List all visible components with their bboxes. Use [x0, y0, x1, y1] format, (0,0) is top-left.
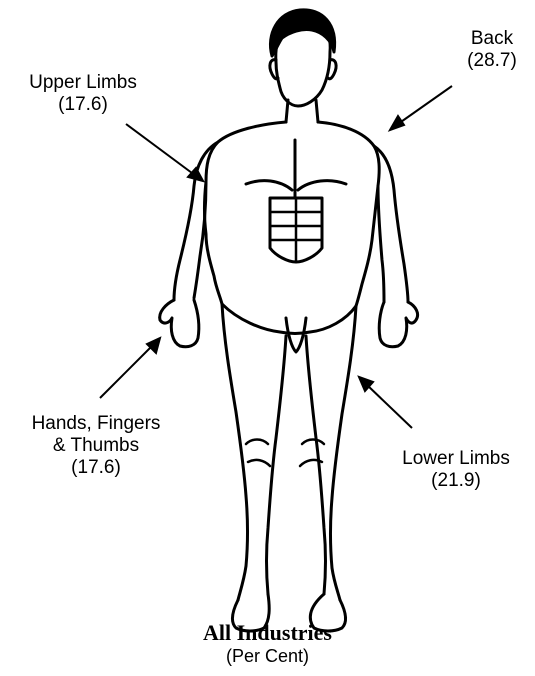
arrow-lower-limbs	[366, 384, 412, 428]
human-figure	[160, 10, 418, 631]
hands-label-line1: Hands, Fingers	[6, 413, 186, 435]
right-hand	[379, 302, 417, 347]
callout-hands: Hands, Fingers & Thumbs (17.6)	[6, 413, 186, 479]
right-arm-inner	[378, 186, 384, 302]
right-leg-outer	[331, 306, 357, 600]
lower-limbs-value: (21.9)	[385, 470, 527, 492]
arrow-upper-limbs	[126, 124, 196, 176]
hands-value: (17.6)	[6, 457, 186, 479]
chest-left	[246, 181, 292, 190]
callout-upper-limbs: Upper Limbs (17.6)	[18, 72, 148, 116]
callout-lower-limbs: Lower Limbs (21.9)	[385, 448, 527, 492]
torso-right	[318, 122, 379, 306]
back-label: Back	[452, 28, 532, 50]
chest-right	[298, 181, 346, 190]
hair-outline	[270, 10, 334, 56]
lower-limbs-label: Lower Limbs	[385, 448, 527, 470]
arrowhead-back	[390, 116, 404, 130]
back-value: (28.7)	[452, 50, 532, 72]
groin-detail	[286, 318, 306, 352]
upper-limbs-value: (17.6)	[18, 94, 148, 116]
left-knee	[246, 440, 270, 467]
caption-title: All Industries	[0, 620, 535, 646]
right-leg-inner	[306, 336, 326, 594]
caption-subtitle: (Per Cent)	[0, 646, 535, 667]
arrowhead-hands	[147, 338, 160, 353]
arrow-hands	[100, 344, 154, 398]
left-hand	[160, 300, 199, 347]
left-leg-outer	[222, 304, 248, 600]
callout-back: Back (28.7)	[452, 28, 532, 72]
arrowhead-upper-limbs	[188, 168, 203, 181]
abdomen-grid	[270, 198, 322, 262]
hands-label-line2: & Thumbs	[6, 435, 186, 457]
arrow-back	[398, 86, 452, 124]
upper-limbs-label: Upper Limbs	[18, 72, 148, 94]
callout-arrows	[100, 86, 452, 428]
left-arm-inner	[194, 182, 206, 298]
right-knee	[300, 440, 324, 467]
